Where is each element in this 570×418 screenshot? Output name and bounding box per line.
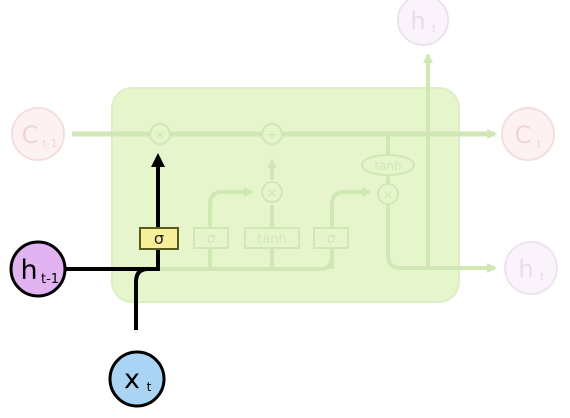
svg-text:σ: σ xyxy=(154,229,164,248)
h-prev-node: h t-1 xyxy=(9,240,67,298)
svg-text:t: t xyxy=(540,270,545,283)
svg-text:+: + xyxy=(266,127,278,143)
svg-text:tanh: tanh xyxy=(374,159,401,173)
input-gate-path xyxy=(208,187,254,269)
svg-text:t-1: t-1 xyxy=(41,272,59,287)
forget-gate-box: σ xyxy=(139,227,179,250)
svg-text:σ: σ xyxy=(207,231,216,247)
output-mul-op: × xyxy=(377,183,399,205)
h-top-node: h t xyxy=(397,0,449,46)
candidate-gate-box: tanh xyxy=(244,227,300,249)
output-gate-path xyxy=(330,187,372,269)
output-gate-box: σ xyxy=(313,227,349,249)
svg-text:tanh: tanh xyxy=(257,232,287,247)
svg-text:C: C xyxy=(515,121,532,149)
output-to-h-path xyxy=(386,204,497,273)
x-input-node: x t xyxy=(108,350,166,408)
cell-add-op: + xyxy=(261,123,283,145)
h-right-node: h t xyxy=(504,241,558,295)
svg-text:×: × xyxy=(155,128,166,143)
c-prev-node: C t-1 xyxy=(11,107,65,161)
svg-text:σ: σ xyxy=(327,231,336,247)
c-out-node: C t xyxy=(501,107,555,161)
h-prev-highlight-line xyxy=(66,248,160,271)
input-bus-faded xyxy=(158,256,334,271)
svg-text:h: h xyxy=(410,7,425,35)
svg-text:t-1: t-1 xyxy=(42,137,57,150)
svg-text:C: C xyxy=(22,121,39,149)
forget-mul-op: × xyxy=(149,123,171,145)
svg-text:x: x xyxy=(124,364,140,395)
svg-text:×: × xyxy=(267,186,278,201)
svg-text:t: t xyxy=(537,137,542,150)
svg-text:h: h xyxy=(518,255,533,283)
svg-text:h: h xyxy=(20,255,37,286)
svg-text:t: t xyxy=(432,22,437,35)
input-mul-op: × xyxy=(261,181,283,203)
cell-tanh-node: tanh xyxy=(361,154,415,176)
x-highlight-line xyxy=(134,267,149,330)
svg-text:×: × xyxy=(383,188,394,203)
input-gate-box: σ xyxy=(193,227,229,249)
svg-text:t: t xyxy=(147,380,152,394)
